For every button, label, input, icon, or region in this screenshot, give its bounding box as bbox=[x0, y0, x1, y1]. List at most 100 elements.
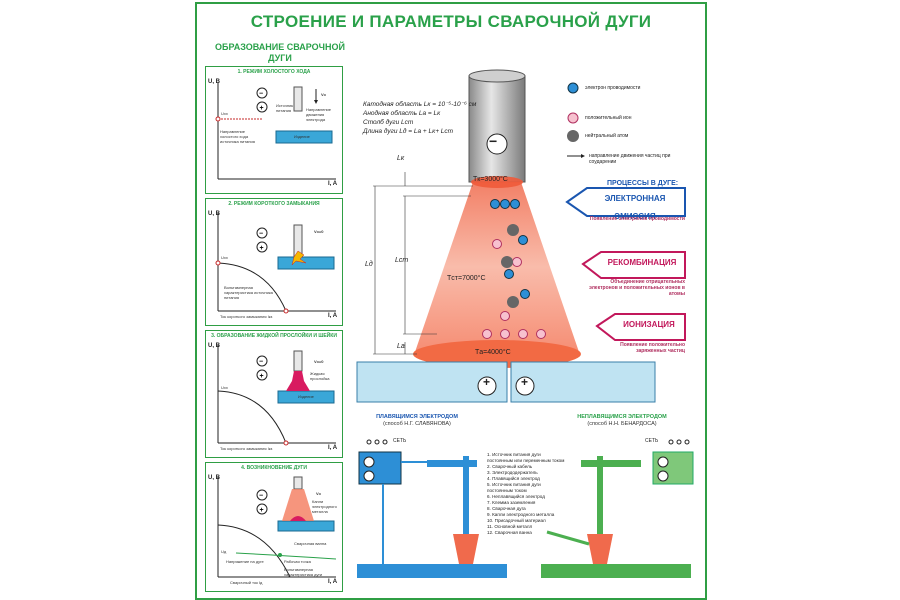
poster: СТРОЕНИЕ И ПАРАМЕТРЫ СВАРОЧНОЙ ДУГИ ОБРА… bbox=[195, 2, 707, 600]
note: Вольтамперная характеристика источника п… bbox=[224, 285, 273, 300]
voltage-label: Uхх bbox=[221, 111, 228, 116]
legend-ion: положительный ион bbox=[585, 115, 632, 121]
panel-title: 2. РЕЖИМ КОРОТКОГО ЗАМЫКАНИЯ bbox=[228, 201, 320, 207]
anode-temp: Tа=4000°C bbox=[475, 349, 511, 356]
list-item: 12. Сварочная ванна bbox=[487, 530, 532, 535]
la-label: Lа bbox=[397, 343, 405, 350]
cathode-minus: − bbox=[489, 133, 498, 149]
liquid-layer-diagram: − + bbox=[217, 345, 336, 446]
process-desc: Появление положительно заряженных частиц bbox=[620, 342, 685, 354]
list-item: 5. Источник питания дуги bbox=[487, 482, 541, 487]
process-recombination: РЕКОМБИНАЦИЯ bbox=[607, 258, 677, 267]
note: Направление движения электрода bbox=[306, 107, 331, 122]
method-right-name: НЕПЛАВЯЩИМСЯ ЭЛЕКТРОДОМ bbox=[577, 414, 667, 420]
panel-title: 4. ВОЗНИКНОВЕНИЕ ДУГИ bbox=[241, 465, 307, 471]
svg-text:+: + bbox=[260, 105, 264, 112]
velocity-label: Vэ bbox=[316, 491, 321, 496]
list-item: 9. Капли электродного металла bbox=[487, 512, 555, 517]
note: Жидкая прослойка bbox=[310, 371, 330, 381]
list-item: 1. Источник питания дуги bbox=[487, 452, 541, 457]
y-axis-label: U, B bbox=[208, 79, 220, 85]
method-left-title: ПЛАВЯЩИМСЯ ЭЛЕКТРОДОМ (способ Н.Г. СЛАВЯ… bbox=[357, 414, 477, 428]
formula-line: Длина дуги Lд = Lа + Lк+ Lст bbox=[363, 128, 454, 135]
note: Капли электродного металла bbox=[312, 499, 337, 514]
list-item: 8. Сварочная дуга bbox=[487, 506, 526, 511]
list-item: 4. Плавящийся электрод bbox=[487, 476, 540, 481]
y-axis-label: U, B bbox=[208, 343, 220, 349]
method-left-name: ПЛАВЯЩИМСЯ ЭЛЕКТРОДОМ bbox=[376, 414, 458, 420]
page-title: СТРОЕНИЕ И ПАРАМЕТРЫ СВАРОЧНОЙ ДУГИ bbox=[250, 12, 652, 31]
formula-line: Катодная область Lк = 10⁻⁵-10⁻⁶ см bbox=[363, 101, 477, 108]
legend-electron: электрон проводимости bbox=[585, 85, 641, 91]
panel-title: 1. РЕЖИМ ХОЛОСТОГО ХОДА bbox=[237, 69, 311, 75]
svg-text:−: − bbox=[259, 91, 263, 98]
short-circuit-diagram: − + bbox=[215, 213, 336, 314]
panel-idle: 1. РЕЖИМ ХОЛОСТОГО ХОДА − + U, B I, A Uх… bbox=[205, 66, 343, 194]
list-item: 3. Электрододержатель bbox=[487, 470, 538, 475]
net-label-right: СЕТЬ bbox=[645, 438, 659, 444]
note: Направление холостого хода источника пит… bbox=[220, 129, 255, 144]
note: Ток короткого замыкания Iкз bbox=[220, 446, 273, 451]
panel-title: 3. ОБРАЗОВАНИЕ ЖИДКОЙ ПРОСЛОЙКИ И ШЕЙКИ bbox=[211, 333, 337, 339]
note: Сварочная ванна bbox=[294, 541, 327, 546]
x-axis-label: I, A bbox=[328, 445, 338, 451]
arc-main-diagram bbox=[356, 69, 686, 403]
voltage-label: Uхх bbox=[221, 255, 228, 260]
anode-plus-left: + bbox=[483, 375, 491, 389]
list-item: постоянным или переменным током bbox=[487, 458, 565, 463]
voltage-label: Uхх bbox=[221, 385, 228, 390]
voltage-label: Uд bbox=[221, 549, 227, 554]
note: Изделие bbox=[298, 394, 314, 399]
section-subtitle: ОБРАЗОВАНИЕ СВАРОЧНОЙ ДУГИ bbox=[215, 42, 345, 63]
cathode-temp: Tк=3000°C bbox=[473, 176, 508, 183]
note: Сварочный ток Iд bbox=[230, 580, 263, 585]
atom-particles bbox=[501, 224, 519, 308]
svg-text:−: − bbox=[259, 359, 263, 366]
note: Напряжение на дуге bbox=[226, 559, 264, 564]
list-item: постоянным током bbox=[487, 488, 527, 493]
legend-arrow: направление движения частиц при соударен… bbox=[589, 153, 671, 165]
lk-label: Lк bbox=[397, 155, 405, 162]
list-item: 11. Основной металл bbox=[487, 524, 533, 529]
velocity-label: Vэ bbox=[321, 92, 326, 97]
svg-text:+: + bbox=[260, 245, 264, 252]
velocity-label: Vэ=0 bbox=[314, 359, 324, 364]
ion-particles bbox=[482, 239, 546, 339]
column-temp: Tст=7000°C bbox=[447, 275, 486, 282]
ld-label: Lд bbox=[365, 261, 373, 268]
list-item: 7. Клемма заземления bbox=[487, 500, 536, 505]
processes-title: ПРОЦЕССЫ В ДУГЕ: bbox=[607, 180, 679, 187]
svg-text:−: − bbox=[259, 493, 263, 500]
process-desc: Объединение отрицательных электронов и п… bbox=[589, 279, 685, 297]
y-axis-label: U, B bbox=[208, 211, 220, 217]
panel-arc-start: 4. ВОЗНИКНОВЕНИЕ ДУГИ − + U, B I, A Uд V… bbox=[205, 462, 343, 592]
formula-line: Анодная область Lа = Lк bbox=[363, 110, 441, 117]
process-desc: Появление электронов проводимости bbox=[589, 216, 685, 222]
list-item: 10. Присадочный материал bbox=[487, 518, 546, 523]
panel-short-circuit: 2. РЕЖИМ КОРОТКОГО ЗАМЫКАНИЯ − + U, B I,… bbox=[205, 198, 343, 326]
arc-start-diagram: − + bbox=[217, 476, 337, 578]
component-list: 1. Источник питания дуги постоянным или … bbox=[487, 452, 587, 536]
velocity-label: Vэ=0 bbox=[314, 229, 324, 234]
process-ionization: ИОНИЗАЦИЯ bbox=[623, 320, 675, 329]
legend-atom: нейтральный атом bbox=[585, 133, 629, 139]
note: Изделие bbox=[294, 134, 310, 139]
list-item: 6. Неплавящийся электрод bbox=[487, 494, 545, 499]
anode-plus-right: + bbox=[521, 375, 529, 389]
process-emission: ЭЛЕКТРОННАЯ ЭМИССИЯ bbox=[604, 194, 666, 221]
method-right-sub: (способ Н.Н. БЕНАРДОСА) bbox=[587, 421, 657, 427]
lst-label: Lст bbox=[395, 257, 409, 264]
panel-liquid-layer: 3. ОБРАЗОВАНИЕ ЖИДКОЙ ПРОСЛОЙКИ И ШЕЙКИ … bbox=[205, 330, 343, 458]
method-left-sub: (способ Н.Г. СЛАВЯНОВА) bbox=[383, 421, 451, 427]
svg-text:+: + bbox=[260, 373, 264, 380]
svg-text:−: − bbox=[259, 231, 263, 238]
x-axis-label: I, A bbox=[328, 313, 338, 319]
x-axis-label: I, A bbox=[328, 181, 338, 187]
note: Рабочая точка bbox=[284, 559, 311, 564]
note: Ток короткого замыкания Iкз bbox=[220, 314, 273, 319]
net-label-left: СЕТЬ bbox=[393, 438, 407, 444]
svg-text:+: + bbox=[260, 507, 264, 514]
x-axis-label: I, A bbox=[328, 579, 338, 585]
idle-diagram: − + bbox=[215, 83, 336, 180]
arc-formulas: Катодная область Lк = 10⁻⁵-10⁻⁶ см Анодн… bbox=[363, 100, 476, 136]
